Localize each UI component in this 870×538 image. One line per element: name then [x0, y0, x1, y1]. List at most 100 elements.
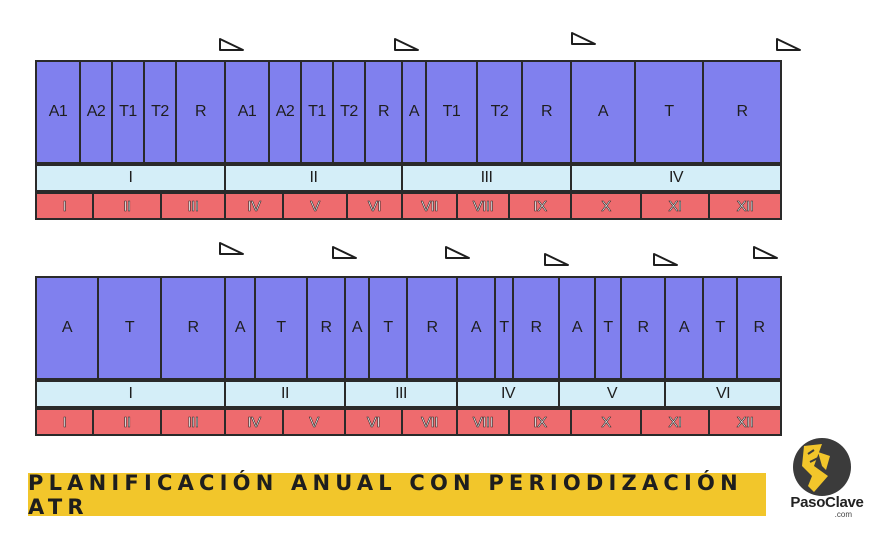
month-cell-label: VII — [421, 413, 439, 431]
mesocycle-cell: I — [35, 164, 226, 192]
training-block-label: A1 — [237, 103, 257, 120]
mesocycle-cell: IV — [570, 164, 782, 192]
month-cell-label: III — [187, 413, 199, 431]
logo-wordmark: PasoClave — [790, 494, 864, 511]
training-block: T — [254, 276, 308, 380]
training-block: A — [401, 60, 427, 164]
training-block: T1 — [111, 60, 145, 164]
training-block: T2 — [143, 60, 177, 164]
training-block: R — [364, 60, 403, 164]
competition-marker-icon — [571, 32, 596, 45]
training-block: T — [368, 276, 408, 380]
month-cell-label: III — [187, 197, 199, 215]
mesocycle-cell-label: IV — [500, 385, 516, 402]
competition-marker-icon — [653, 253, 678, 266]
competition-marker-icon — [544, 253, 569, 266]
training-block: R — [521, 60, 572, 164]
mesocycle-cell: III — [344, 380, 458, 408]
training-block: T — [594, 276, 622, 380]
training-block-label: R — [736, 103, 748, 120]
mesocycle-cell-label: II — [281, 385, 289, 402]
training-block-label: T — [664, 103, 674, 120]
month-cell: II — [92, 408, 162, 436]
training-block: T1 — [300, 60, 334, 164]
month-cell: X — [570, 408, 642, 436]
training-block-label: R — [320, 319, 332, 336]
month-cell: II — [92, 192, 162, 220]
month-cell-label: II — [123, 413, 131, 431]
training-block-label: R — [426, 319, 438, 336]
month-cell-label: V — [309, 413, 320, 431]
training-block-label: A — [234, 319, 246, 336]
mesocycle-cell: II — [224, 164, 403, 192]
training-block: T — [634, 60, 704, 164]
training-block-label: T — [383, 319, 393, 336]
month-cell-label: XI — [668, 197, 682, 215]
mesocycle-cell-label: I — [128, 169, 133, 186]
training-block-label: T1 — [442, 103, 461, 120]
training-block: R — [406, 276, 458, 380]
training-block-label: T — [715, 319, 725, 336]
training-block: T — [702, 276, 738, 380]
logo-domain: .com — [834, 510, 852, 519]
training-block: R — [702, 60, 782, 164]
month-cell-label: I — [62, 413, 67, 431]
month-cell: I — [35, 192, 94, 220]
training-block: R — [620, 276, 666, 380]
competition-marker-icon — [219, 38, 244, 51]
month-cell-label: VII — [421, 197, 439, 215]
mesocycle-cell-label: I — [128, 385, 133, 402]
training-block: R — [160, 276, 226, 380]
month-cell-label: I — [62, 197, 67, 215]
training-block-label: A — [571, 319, 583, 336]
mesocycle-cell-label: II — [309, 169, 318, 186]
mesocycle-cell: II — [224, 380, 346, 408]
competition-marker-icon — [219, 242, 244, 255]
month-cell-label: X — [601, 413, 612, 431]
training-block-label: R — [187, 319, 199, 336]
competition-marker-icon — [332, 246, 357, 259]
month-cell-label: IV — [247, 197, 261, 215]
training-block-label: T — [499, 319, 509, 336]
training-block-label: A — [470, 319, 482, 336]
training-block-label: R — [377, 103, 390, 120]
month-cell: I — [35, 408, 94, 436]
training-block: A1 — [224, 60, 270, 164]
month-cell-label: VIII — [472, 197, 494, 215]
competition-marker-icon — [445, 246, 470, 259]
training-block: A1 — [35, 60, 81, 164]
training-block: T2 — [332, 60, 366, 164]
training-block: A — [570, 60, 636, 164]
month-cell: IX — [508, 408, 572, 436]
training-block-label: T2 — [490, 103, 509, 120]
month-cell: X — [570, 192, 642, 220]
training-block: A — [664, 276, 704, 380]
training-block: T2 — [476, 60, 523, 164]
month-cell-label: V — [310, 197, 321, 215]
training-block: T — [97, 276, 162, 380]
month-cell-label: IX — [533, 413, 547, 431]
mesocycle-cell: V — [558, 380, 666, 408]
training-block: A — [224, 276, 256, 380]
training-block: A — [558, 276, 596, 380]
month-cell: VIII — [456, 408, 510, 436]
month-cell-label: VI — [367, 197, 382, 215]
month-cell: XII — [708, 192, 782, 220]
month-cell-label: X — [601, 197, 612, 215]
month-cell: V — [282, 192, 348, 220]
month-cell-label: IV — [247, 413, 261, 431]
mesocycle-cell-label: V — [606, 385, 618, 402]
training-block: R — [512, 276, 560, 380]
training-block: A — [344, 276, 370, 380]
training-block-label: T — [124, 319, 135, 336]
training-block-label: R — [637, 319, 649, 336]
training-block-label: R — [194, 103, 207, 120]
training-block: A — [456, 276, 496, 380]
training-block-label: A — [408, 103, 420, 120]
mesocycle-cell-label: III — [395, 385, 407, 402]
training-block-label: T1 — [308, 103, 326, 120]
training-block-label: T — [276, 319, 286, 336]
training-block-label: A2 — [275, 103, 295, 120]
month-cell: IV — [224, 192, 284, 220]
